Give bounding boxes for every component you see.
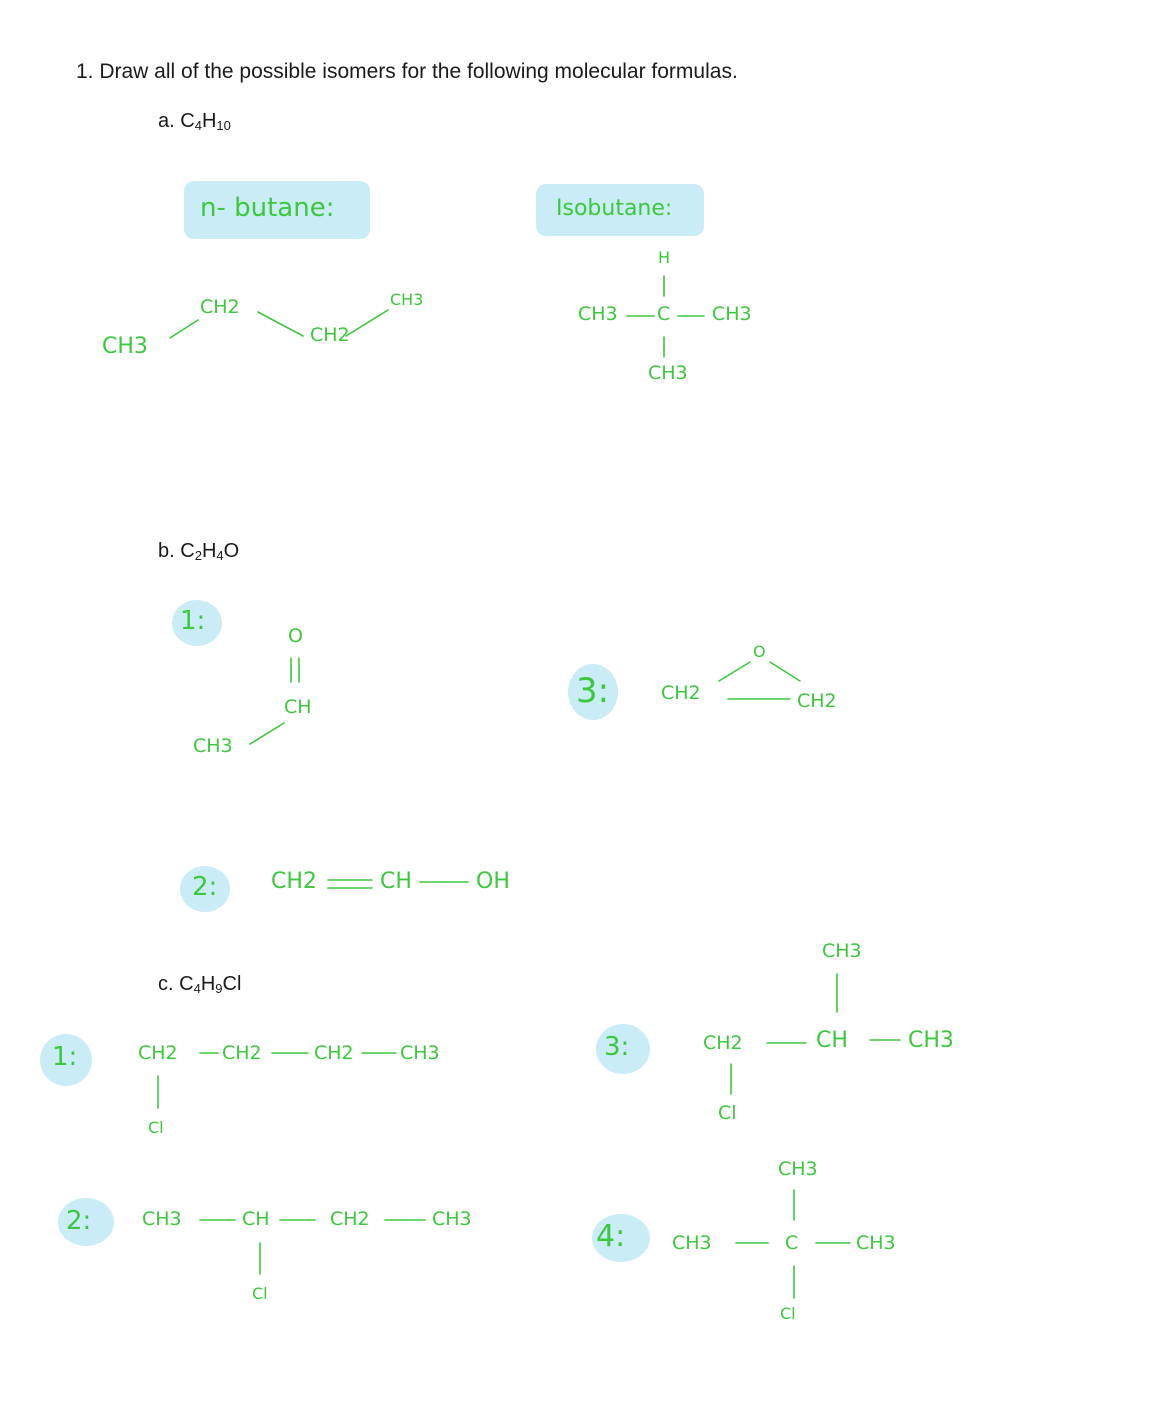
c3-atom-ch3-top: CH3 [822,940,862,962]
c2-number-blob [58,1198,114,1246]
part-c-label: c. C4H9Cl [158,973,241,996]
b3-atom-ch2-left: CH2 [661,682,701,704]
isobutane-label: Isobutane: [556,196,673,221]
c2-atom-ch3-left: CH3 [142,1208,182,1230]
part-a-label: a. C4H10 [158,110,231,133]
c2-atom-ch3-right: CH3 [432,1208,472,1230]
c4-number-blob [592,1214,650,1262]
b2-number-blob [180,866,230,912]
formula: C4H9Cl [179,973,242,996]
b3-atom-ch2-right: CH2 [797,690,837,712]
c3-number-blob [596,1024,650,1074]
part-letter: c. [158,973,174,995]
isobutane-highlight [536,184,704,236]
c4-number: 4: [596,1219,626,1254]
b1-number: 1: [180,606,206,636]
b2-atom-ch2: CH2 [271,869,317,894]
c4-atom-cl: Cl [780,1304,796,1323]
c2-atom-ch2: CH2 [330,1208,370,1230]
n-butane-atom-ch3-right: CH3 [390,290,424,309]
b1-atom-o: O [288,625,303,647]
n-butane-label: n- butane: [200,193,335,223]
c1-atom-ch2-1: CH2 [138,1042,178,1064]
isobutane-atom-ch3-right: CH3 [712,303,752,325]
c1-number-blob [40,1034,92,1086]
c3-number: 3: [604,1032,630,1062]
c2-atom-ch: CH [242,1208,270,1230]
c3-atom-ch3-right: CH3 [908,1028,954,1053]
b2-atom-oh: OH [476,869,510,894]
formula: C2H4O [180,540,240,563]
c1-atom-cl: Cl [148,1118,164,1137]
isobutane-atom-h: H [658,248,671,267]
b1-atom-ch: CH [284,696,312,718]
c1-atom-ch2-3: CH2 [314,1042,354,1064]
isobutane-atom-ch3-left: CH3 [578,303,618,325]
n-butane-atom-ch2-first: CH2 [200,296,240,318]
b3-number: 3: [576,671,610,711]
c2-number: 2: [66,1206,92,1236]
isobutane-atom-c: C [657,303,671,325]
n-butane-atom-ch3-left: CH3 [102,334,148,359]
part-b-label: b. C2H4O [158,540,239,563]
c4-atom-c: C [785,1232,799,1254]
b1-number-blob [172,600,222,646]
part-letter: a. [158,110,175,132]
n-butane-atom-ch2-second: CH2 [310,324,350,346]
c4-atom-ch3-top: CH3 [778,1158,818,1180]
b3-atom-o: O [753,642,766,661]
b3-number-blob [568,664,618,720]
c3-atom-ch: CH [816,1028,848,1053]
n-butane-highlight [184,181,370,239]
c4-atom-ch3-left: CH3 [672,1232,712,1254]
c1-atom-ch2-2: CH2 [222,1042,262,1064]
part-letter: b. [158,540,175,562]
c3-atom-ch2: CH2 [703,1032,743,1054]
c3-atom-cl: Cl [718,1102,737,1124]
question-title: 1. Draw all of the possible isomers for … [76,60,738,83]
isobutane-atom-ch3-bottom: CH3 [648,362,688,384]
c1-number: 1: [52,1042,78,1072]
c1-atom-ch3: CH3 [400,1042,440,1064]
c2-atom-cl: Cl [252,1284,268,1303]
b2-number: 2: [192,872,218,902]
b2-atom-ch: CH [380,869,412,894]
b1-atom-ch3: CH3 [193,735,233,757]
formula: C4H10 [180,110,231,133]
c4-atom-ch3-right: CH3 [856,1232,896,1254]
